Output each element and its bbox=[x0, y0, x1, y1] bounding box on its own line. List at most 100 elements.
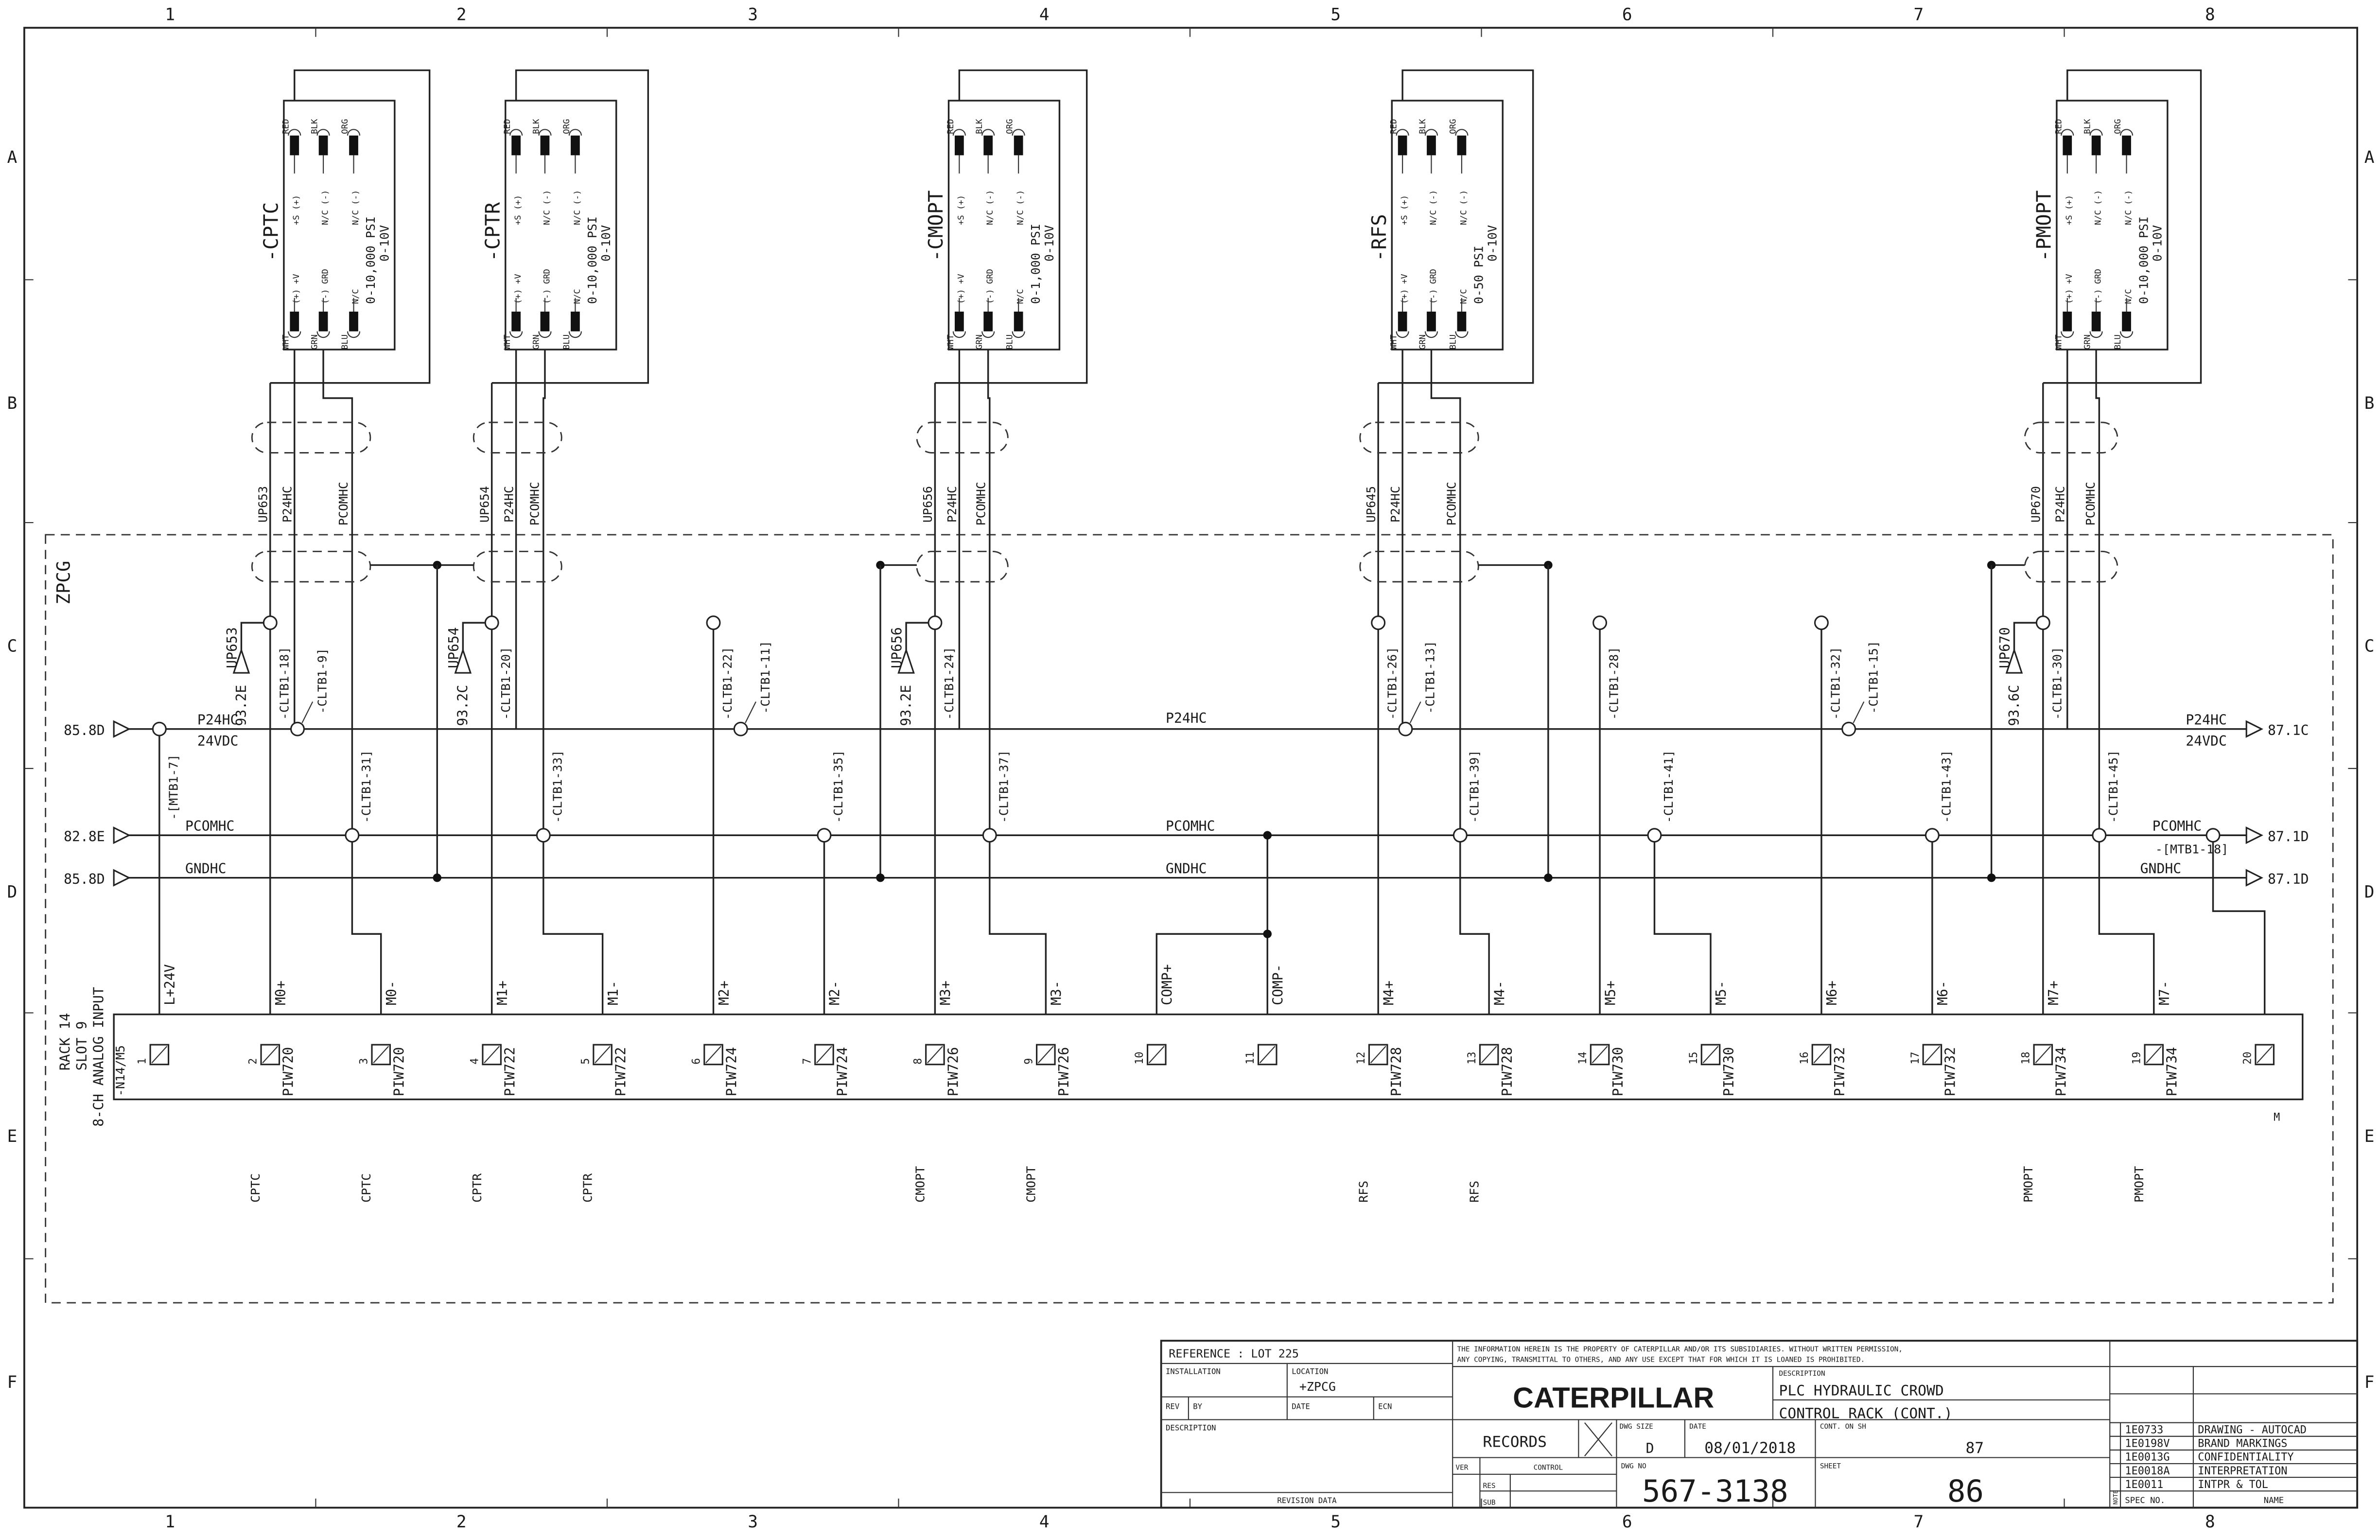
terminal-20: 20 bbox=[2242, 1044, 2275, 1066]
connector-socket-icon bbox=[347, 331, 361, 338]
terminal-ref: -CLTB1-39] bbox=[1467, 750, 1481, 823]
sensor-tag: -CPTC bbox=[259, 202, 282, 262]
pcom-wire bbox=[987, 350, 991, 836]
offpage-arrow-icon bbox=[2005, 648, 2023, 674]
pin-function: N/C (-) bbox=[320, 190, 330, 225]
connector-socket-icon bbox=[2061, 331, 2074, 338]
spec-name: INTPR & TOL bbox=[2198, 1479, 2268, 1491]
channel-signal: M5- bbox=[1713, 980, 1729, 1005]
terminal-circle bbox=[152, 721, 167, 736]
connector-socket-icon bbox=[952, 331, 966, 338]
control-label: CONTROL bbox=[1534, 1464, 1563, 1471]
wire-color-label: RED bbox=[1389, 119, 1399, 134]
terminal-circle bbox=[1814, 615, 1829, 630]
sensor-output: 0-10V bbox=[1042, 225, 1056, 262]
connector-pin-icon bbox=[1014, 135, 1023, 156]
plc-address: PIW728 bbox=[1499, 1047, 1515, 1096]
plc-address: PIW724 bbox=[723, 1047, 739, 1096]
plc-address: PIW730 bbox=[1610, 1047, 1626, 1096]
channel-signal: M5+ bbox=[1602, 980, 1618, 1005]
signal-ref: 93.2E bbox=[233, 685, 249, 726]
terminal-circle bbox=[982, 828, 997, 843]
module-label: SLOT 9 bbox=[74, 1021, 90, 1070]
cable-core-label: P24HC bbox=[502, 486, 516, 523]
spec-name: DRAWING - AUTOCAD bbox=[2198, 1424, 2307, 1436]
connector-pin-icon bbox=[1457, 312, 1467, 332]
terminal-ref: -CLTB1-32] bbox=[1828, 647, 1842, 720]
cable-core-label: PCOMHC bbox=[1444, 482, 1458, 525]
pin-function: N/C bbox=[1016, 289, 1026, 304]
offpage-ref-left: 82.8E bbox=[64, 829, 105, 845]
sensor-body bbox=[505, 100, 617, 350]
screw-slot bbox=[1702, 1046, 1719, 1064]
terminal-ref: -CLTB1-35] bbox=[831, 750, 845, 823]
terminal-circle bbox=[733, 721, 748, 736]
pin-function: +S (+) bbox=[2065, 195, 2074, 225]
junction-dot bbox=[876, 873, 885, 882]
cable-shield-top bbox=[916, 421, 1009, 454]
plc-address: PIW732 bbox=[1942, 1047, 1959, 1096]
offpage-ref-right: 87.1D bbox=[2268, 871, 2309, 887]
offpage-arrow-icon bbox=[232, 648, 250, 674]
row-letter-left: F bbox=[7, 1373, 18, 1392]
offpage-arrow-icon bbox=[113, 826, 131, 844]
wire-color-label: BLU bbox=[2113, 334, 2123, 350]
offpage-ref-right: 87.1D bbox=[2268, 829, 2309, 845]
wire-color-label: WHT bbox=[2054, 334, 2064, 350]
dwg-size-label: DWG SIZE bbox=[1620, 1423, 1653, 1431]
connector-socket-icon bbox=[1012, 331, 1025, 338]
column-number-bottom: 1 bbox=[165, 1512, 175, 1532]
device-label: CMOPT bbox=[913, 1166, 928, 1203]
signal-tag: UP656 bbox=[889, 627, 905, 668]
signal-wire bbox=[1653, 841, 1712, 1015]
terminal-ref: -CLTB1-26] bbox=[1385, 647, 1400, 720]
pin-function: (-) GRD bbox=[2093, 269, 2103, 304]
terminal-ref: -CLTB1-20] bbox=[499, 647, 513, 720]
sensor-range: 0-10,000 PSI bbox=[364, 216, 378, 304]
wire-color-label: BLU bbox=[1005, 334, 1015, 350]
cable-shield-top bbox=[2024, 421, 2118, 454]
channel-signal: COMP- bbox=[1270, 964, 1286, 1005]
connector-pin-icon bbox=[1457, 135, 1467, 156]
terminal-circle bbox=[2035, 615, 2050, 630]
row-letter-left: E bbox=[7, 1127, 18, 1146]
terminal-circle bbox=[1398, 721, 1413, 736]
wire-color-label: WHT bbox=[281, 334, 291, 350]
continued-sheet: 87 bbox=[1965, 1439, 1984, 1457]
connector-socket-icon bbox=[2089, 331, 2103, 338]
row-letter-right: C bbox=[2364, 636, 2375, 656]
device-label: CPTC bbox=[359, 1173, 373, 1203]
terminal-7: 7M2-PIW724 bbox=[801, 980, 850, 1096]
column-number-top: 1 bbox=[165, 5, 175, 25]
sensor-tag: -PMOPT bbox=[2032, 190, 2055, 262]
signal-wiring: -CLTB1-18]-CLTB1-20]-CLTB1-22]-CLTB1-24]… bbox=[152, 560, 2266, 1015]
ref-leader bbox=[1853, 701, 1865, 723]
connector-pin-icon bbox=[349, 135, 358, 156]
column-number-bottom: 8 bbox=[2205, 1512, 2215, 1532]
by-label: BY bbox=[1193, 1402, 1202, 1411]
device-label: PMOPT bbox=[2132, 1166, 2146, 1203]
device-label: RFS bbox=[1356, 1181, 1370, 1203]
pin-function: (+) +V bbox=[1400, 274, 1410, 304]
dwg-no-label: DWG NO bbox=[1621, 1462, 1646, 1470]
plc-address: PIW720 bbox=[280, 1047, 297, 1096]
pressure-sensors: -CPTC RED +S (+) (+) +V WHT BLK N/C (-) (-) GRD… bbox=[251, 69, 2202, 836]
terminal-number: 10 bbox=[1134, 1051, 1146, 1064]
ground-wire bbox=[2212, 841, 2266, 1015]
screw-slot bbox=[1592, 1046, 1608, 1064]
sensor-range: 0-50 PSI bbox=[1472, 245, 1486, 304]
spec-number: 1E0011 bbox=[2125, 1479, 2163, 1491]
wire-color-label: BLK bbox=[1418, 119, 1428, 134]
zone-boundary bbox=[45, 534, 2334, 1304]
sensor-output: 0-10V bbox=[1486, 225, 1500, 262]
plc-address: PIW730 bbox=[1721, 1047, 1737, 1096]
cable-core-label: P24HC bbox=[280, 486, 295, 523]
screw-slot bbox=[484, 1046, 500, 1064]
terminal-ref: -[MTB1-7] bbox=[166, 754, 180, 820]
plc-address: PIW720 bbox=[391, 1047, 407, 1096]
